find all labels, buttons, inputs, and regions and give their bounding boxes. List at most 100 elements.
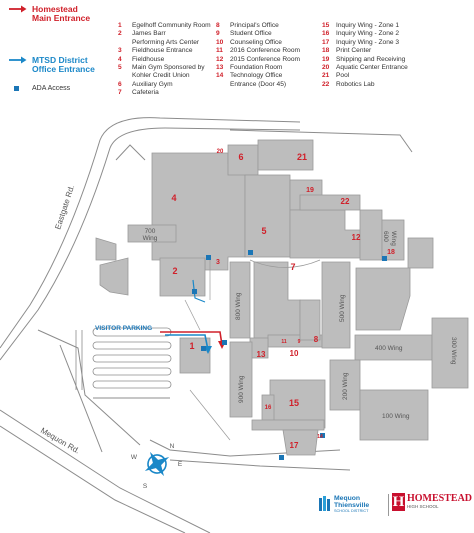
wing-300-label: 300 Wing xyxy=(450,337,457,365)
key-item-label: Print Center xyxy=(336,47,372,55)
key-item-label: Fieldhouse xyxy=(132,55,165,63)
key-item-label: Technology Office xyxy=(230,72,283,80)
key-item-number: 4 xyxy=(118,55,122,63)
key-item: 12 2015 Conference Room xyxy=(216,56,300,64)
room-2-label: 2 xyxy=(172,266,177,276)
homestead-logo: H HOMESTEAD HIGH SCHOOL xyxy=(392,492,472,518)
key-item: 8 Principal's Office xyxy=(216,22,279,30)
room-12-label: 12 xyxy=(352,233,361,242)
key-item-number: 2 xyxy=(118,30,122,38)
wing-900-label: 900 Wing xyxy=(238,375,245,403)
compass-letters: N E S W xyxy=(131,443,183,490)
key-item: 2 James Barr xyxy=(118,30,166,38)
room-22-label: 22 xyxy=(341,197,350,206)
wing-600-label: 600 xyxy=(382,231,389,242)
key-item: 22 Robotics Lab xyxy=(322,81,375,89)
key-item-number: 14 xyxy=(216,72,224,80)
key-item-number: 17 xyxy=(322,38,330,46)
mtsd-line2: Thiensville xyxy=(334,502,370,509)
key-item-number: 13 xyxy=(216,64,224,71)
legend-district-line1: MTSD District xyxy=(32,55,88,65)
logo-divider xyxy=(388,494,389,516)
key-item: 9 Student Office xyxy=(216,30,272,38)
key-item-number: 18 xyxy=(322,47,330,55)
key-item: Performing Arts Center xyxy=(118,39,199,47)
legend-homestead-line1: Homestead xyxy=(32,4,78,14)
key-item: 15 Inquiry Wing - Zone 1 xyxy=(322,22,399,30)
key-item-label: James Barr xyxy=(132,30,166,38)
roads xyxy=(0,117,413,533)
key-item-label: 2016 Conference Room xyxy=(230,47,301,55)
legend-ada-label: ADA Access xyxy=(32,85,71,92)
room-19-label: 19 xyxy=(306,187,314,194)
key-item-number: 22 xyxy=(322,80,330,88)
key-item-label: Inquiry Wing - Zone 2 xyxy=(336,30,400,38)
compass-w: W xyxy=(131,454,138,461)
key-item-number: 12 xyxy=(216,55,224,63)
key-item: 17 Inquiry Wing - Zone 3 xyxy=(322,39,399,47)
room-18-label: 18 xyxy=(387,249,395,256)
eastgate-road-label: Eastgate Rd. xyxy=(53,184,76,231)
key-item-label: Foundation Room xyxy=(230,64,283,71)
room-8-label: 8 xyxy=(314,335,319,344)
key-item-label: Egelhoff Community Room xyxy=(132,22,211,29)
key-item: 14 Technology Office xyxy=(216,72,282,80)
mequon-road-label: Mequon Rd. xyxy=(39,426,81,456)
room-3-label: 3 xyxy=(216,259,220,266)
blue-arrow-icon xyxy=(9,56,27,64)
red-arrow-icon xyxy=(9,5,27,13)
parking-lot xyxy=(75,327,172,390)
room-9-label: 9 xyxy=(298,339,301,345)
room-1-label: 1 xyxy=(189,341,194,351)
ada-access-markers xyxy=(192,250,387,460)
key-item-label: Performing Arts Center xyxy=(132,38,200,46)
key-item-label: Cafeteria xyxy=(132,89,159,97)
wing-100-label: 100 Wing xyxy=(382,413,410,420)
wing-200-label: 200 Wing xyxy=(342,372,349,400)
mtsd-line1: Mequon xyxy=(334,495,361,502)
key-item-label: Auxiliary Gym xyxy=(132,80,173,88)
room-7-label: 7 xyxy=(290,262,295,272)
key-item-label: Shipping and Receiving xyxy=(336,55,406,63)
key-item-number: 10 xyxy=(216,38,224,46)
wing-500-label: 500 Wing xyxy=(339,294,346,322)
key-item-label: 2015 Conference Room xyxy=(230,55,301,63)
key-item-label: Inquiry Wing - Zone 1 xyxy=(336,22,400,29)
room-13-label: 13 xyxy=(257,350,266,359)
key-item: 7 Cafeteria xyxy=(118,89,159,97)
wing-800-label: 800 Wing xyxy=(235,292,242,320)
key-item-label: Entrance (Door 45) xyxy=(230,80,287,88)
homestead-mark-icon: H xyxy=(392,493,405,511)
key-item-number: 7 xyxy=(118,89,122,97)
key-item-number: 8 xyxy=(216,22,220,29)
wing-700-label-2: Wing xyxy=(143,235,158,242)
key-item: Kohler Credit Union xyxy=(118,72,190,80)
homestead-sub: HIGH SCHOOL xyxy=(407,504,439,509)
mtsd-line3: SCHOOL DISTRICT xyxy=(334,509,369,513)
mtsd-logo: Mequon Thiensville SCHOOL DISTRICT xyxy=(318,492,388,520)
legend-homestead-line2: Main Entrance xyxy=(32,13,91,23)
compass-e: E xyxy=(178,461,183,468)
key-item-label: Principal's Office xyxy=(230,22,279,29)
compass-s: S xyxy=(143,483,148,490)
key-item-label: Aquatic Center Entrance xyxy=(336,64,408,71)
ada-square-icon xyxy=(14,86,19,91)
key-item-number: 15 xyxy=(322,22,330,29)
key-item-label: Student Office xyxy=(230,30,272,38)
room-10-label: 10 xyxy=(290,349,299,358)
wing-700-label: 700 xyxy=(145,228,156,235)
visitor-parking-label: VISITOR PARKING xyxy=(95,325,152,332)
district-entrance-arrow xyxy=(165,334,209,351)
key-item-number: 9 xyxy=(216,30,220,38)
key-item: 18 Print Center xyxy=(322,47,371,55)
key-item-label: Robotics Lab xyxy=(336,80,375,88)
compass-rose xyxy=(144,451,170,477)
key-item-label: Inquiry Wing - Zone 3 xyxy=(336,38,400,46)
